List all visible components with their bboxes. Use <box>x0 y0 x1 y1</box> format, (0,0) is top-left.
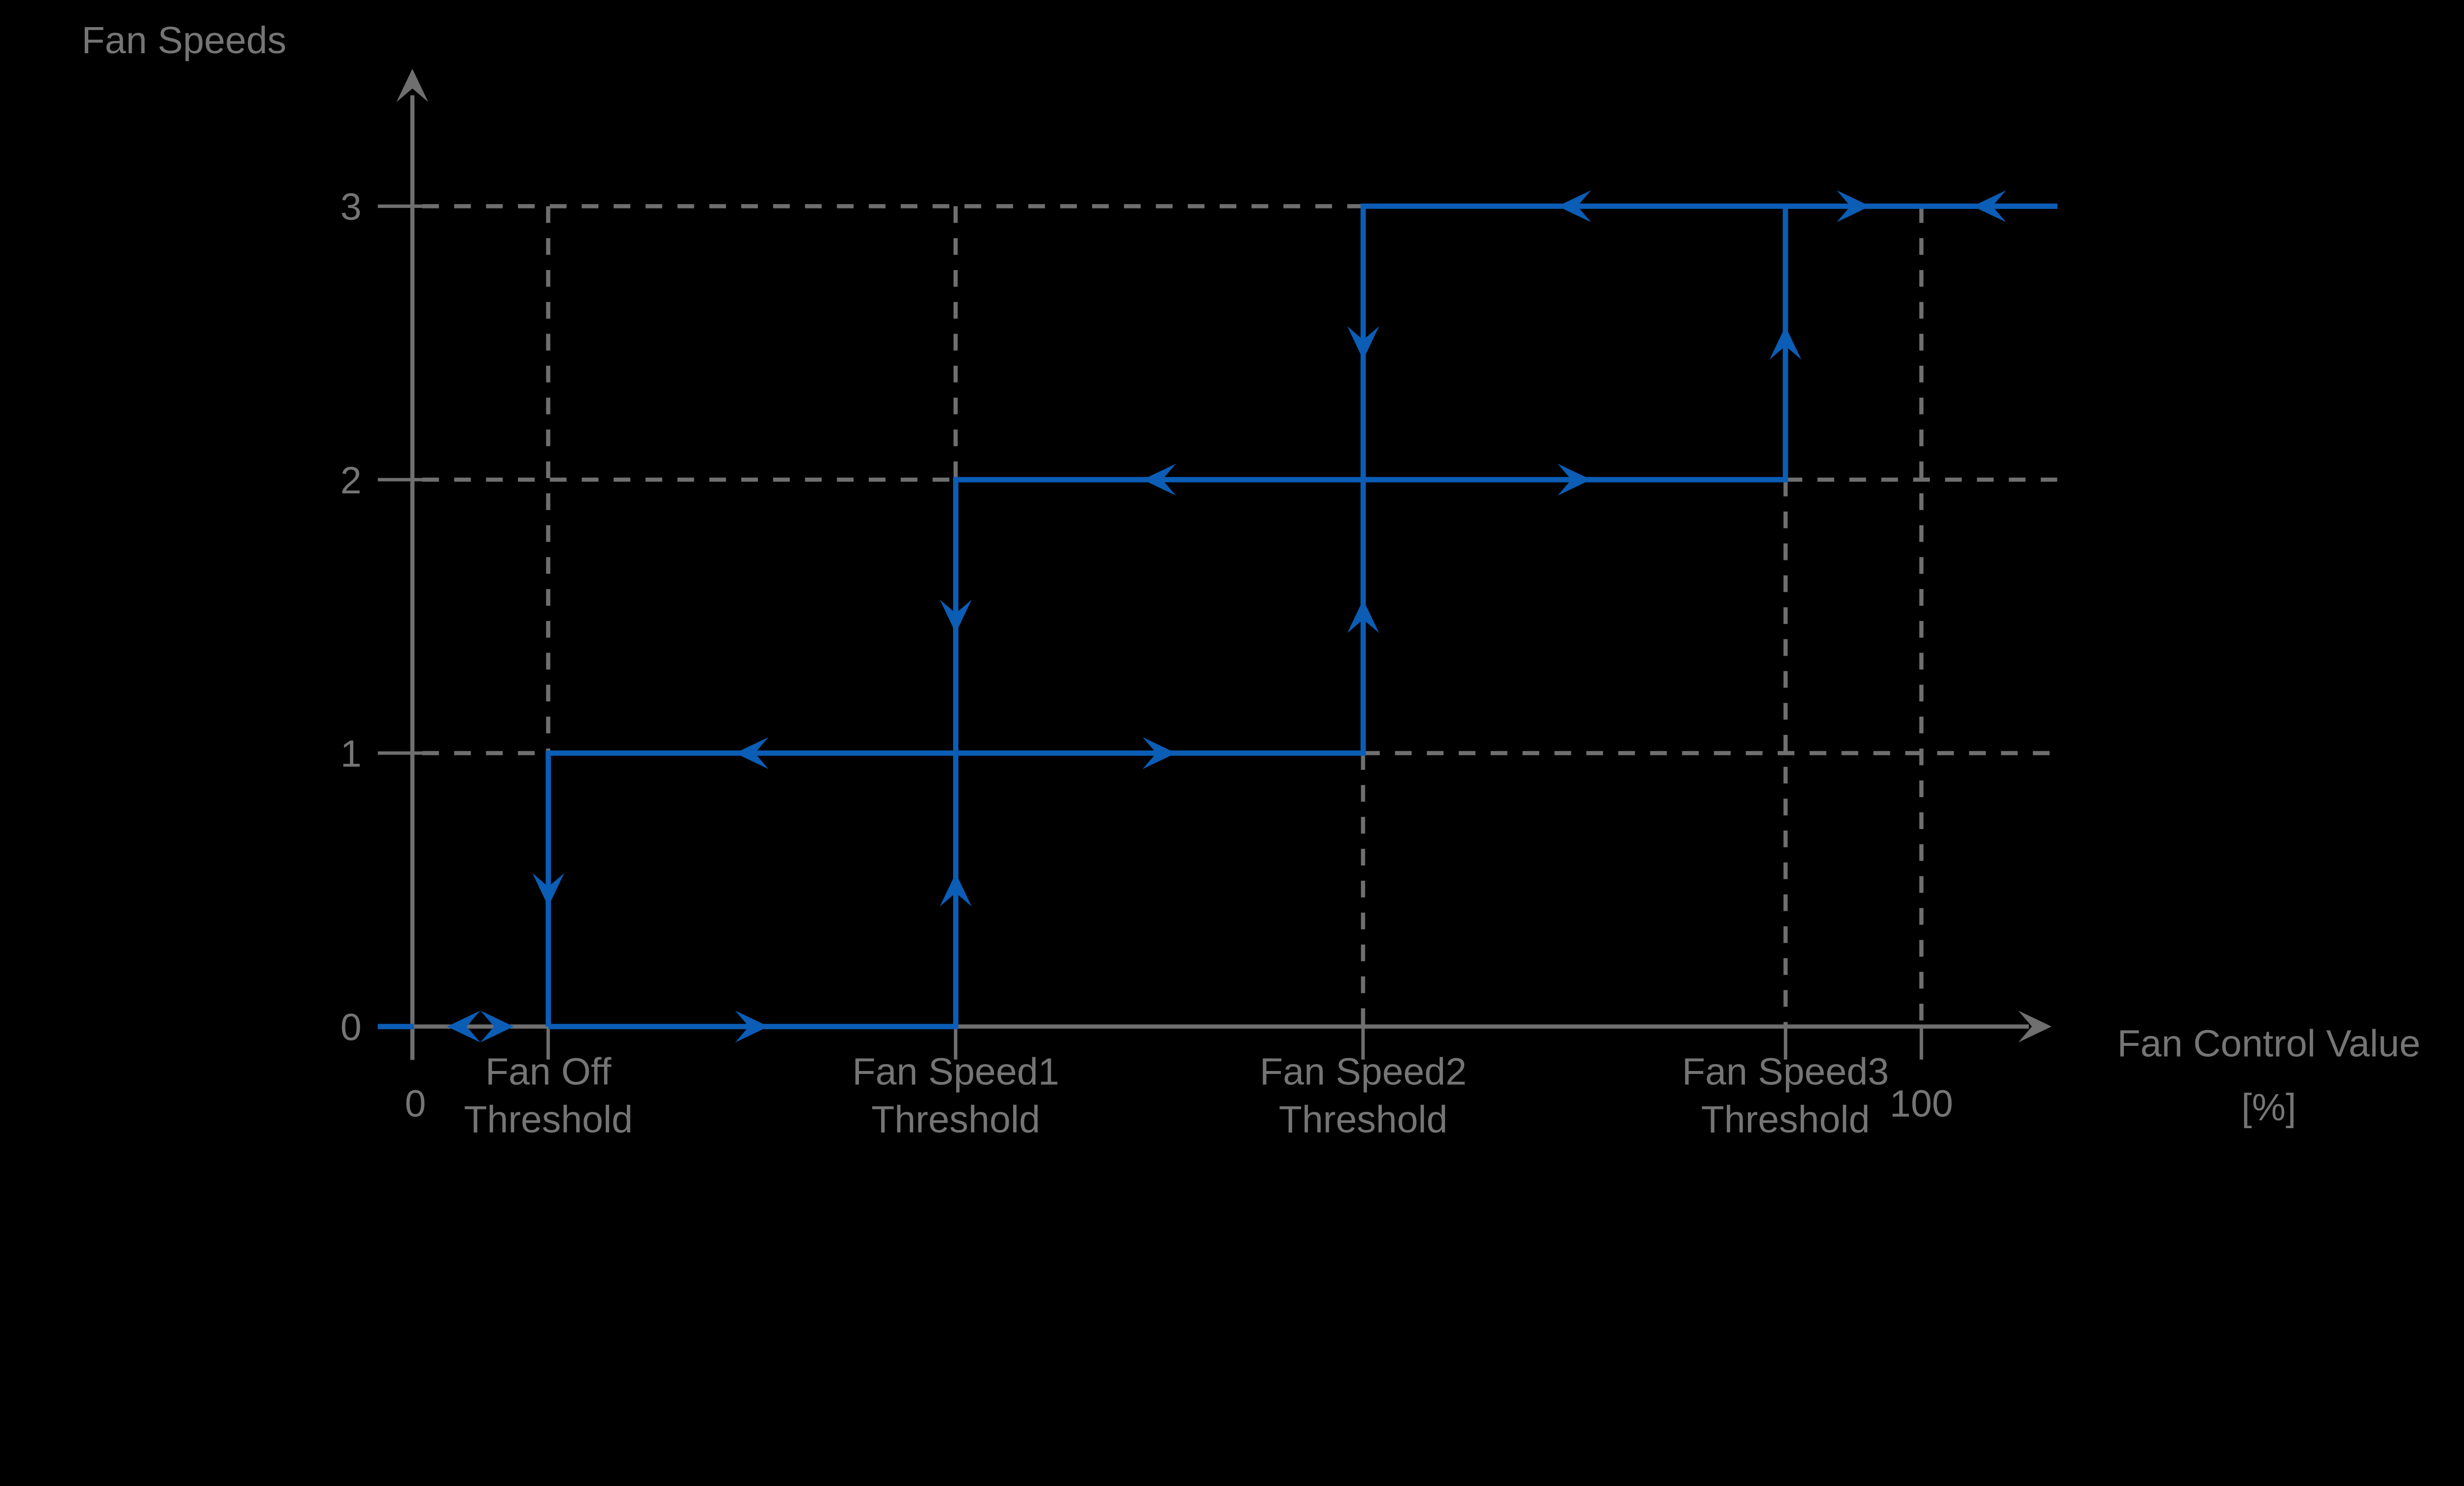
flow-arrow-right-icon <box>735 1010 769 1043</box>
flow-arrow-down-icon <box>1347 326 1379 360</box>
y-tick-label: 2 <box>341 459 362 502</box>
x-tick-label: 0 <box>405 1082 426 1125</box>
flow-arrow-right-icon <box>1142 737 1176 769</box>
x-tick-label-line1: Fan Off <box>485 1051 612 1093</box>
y-tick-label: 0 <box>341 1006 362 1048</box>
chart-title: Fan Speeds <box>82 19 286 62</box>
y-tick-label: 3 <box>341 186 362 228</box>
flow-arrow-left-icon <box>446 1010 480 1043</box>
flow-arrow-right-icon <box>480 1010 514 1043</box>
series-layer <box>377 204 2057 1030</box>
flow-arrows-layer <box>446 190 2006 1043</box>
flow-arrow-down-icon <box>940 599 972 633</box>
flow-arrow-down-icon <box>532 873 565 907</box>
axes-layer <box>377 69 2052 1060</box>
x-tick-label-line1: Fan Speed3 <box>1682 1051 1889 1093</box>
x-tick-label-line2: Threshold <box>1279 1099 1448 1141</box>
x-axis-title-line1: Fan Control Value <box>2117 1023 2420 1065</box>
flow-arrow-right-icon <box>1837 190 1870 222</box>
x-tick-label-line2: Threshold <box>1701 1099 1870 1141</box>
flow-arrow-up-icon <box>1769 326 1802 360</box>
hysteresis-line-decreasing-control-value <box>546 204 2057 1027</box>
flow-arrow-up-icon <box>940 873 972 907</box>
flow-arrow-left-icon <box>735 737 769 769</box>
flow-arrow-left-icon <box>1557 190 1591 222</box>
x-tick-label-line2: Threshold <box>464 1099 633 1141</box>
x-tick-label: 100 <box>1890 1082 1953 1125</box>
x-axis-title-line2: [%] <box>2241 1086 2296 1129</box>
y-axis-arrowhead-icon <box>396 69 429 103</box>
hysteresis-line-increasing-control-value <box>548 204 2057 1030</box>
dashed-guides-layer <box>422 204 2057 1027</box>
x-tick-label-line1: Fan Speed2 <box>1260 1051 1467 1093</box>
flow-arrow-left-icon <box>1972 190 2006 222</box>
flow-arrow-up-icon <box>1347 599 1379 633</box>
flow-arrow-left-icon <box>1142 463 1176 496</box>
x-tick-label-line1: Fan Speed1 <box>853 1051 1060 1093</box>
x-axis-arrowhead-icon <box>2018 1010 2052 1043</box>
x-tick-label-line2: Threshold <box>871 1099 1040 1141</box>
flow-arrow-right-icon <box>1557 463 1591 496</box>
y-tick-label: 1 <box>341 733 362 775</box>
